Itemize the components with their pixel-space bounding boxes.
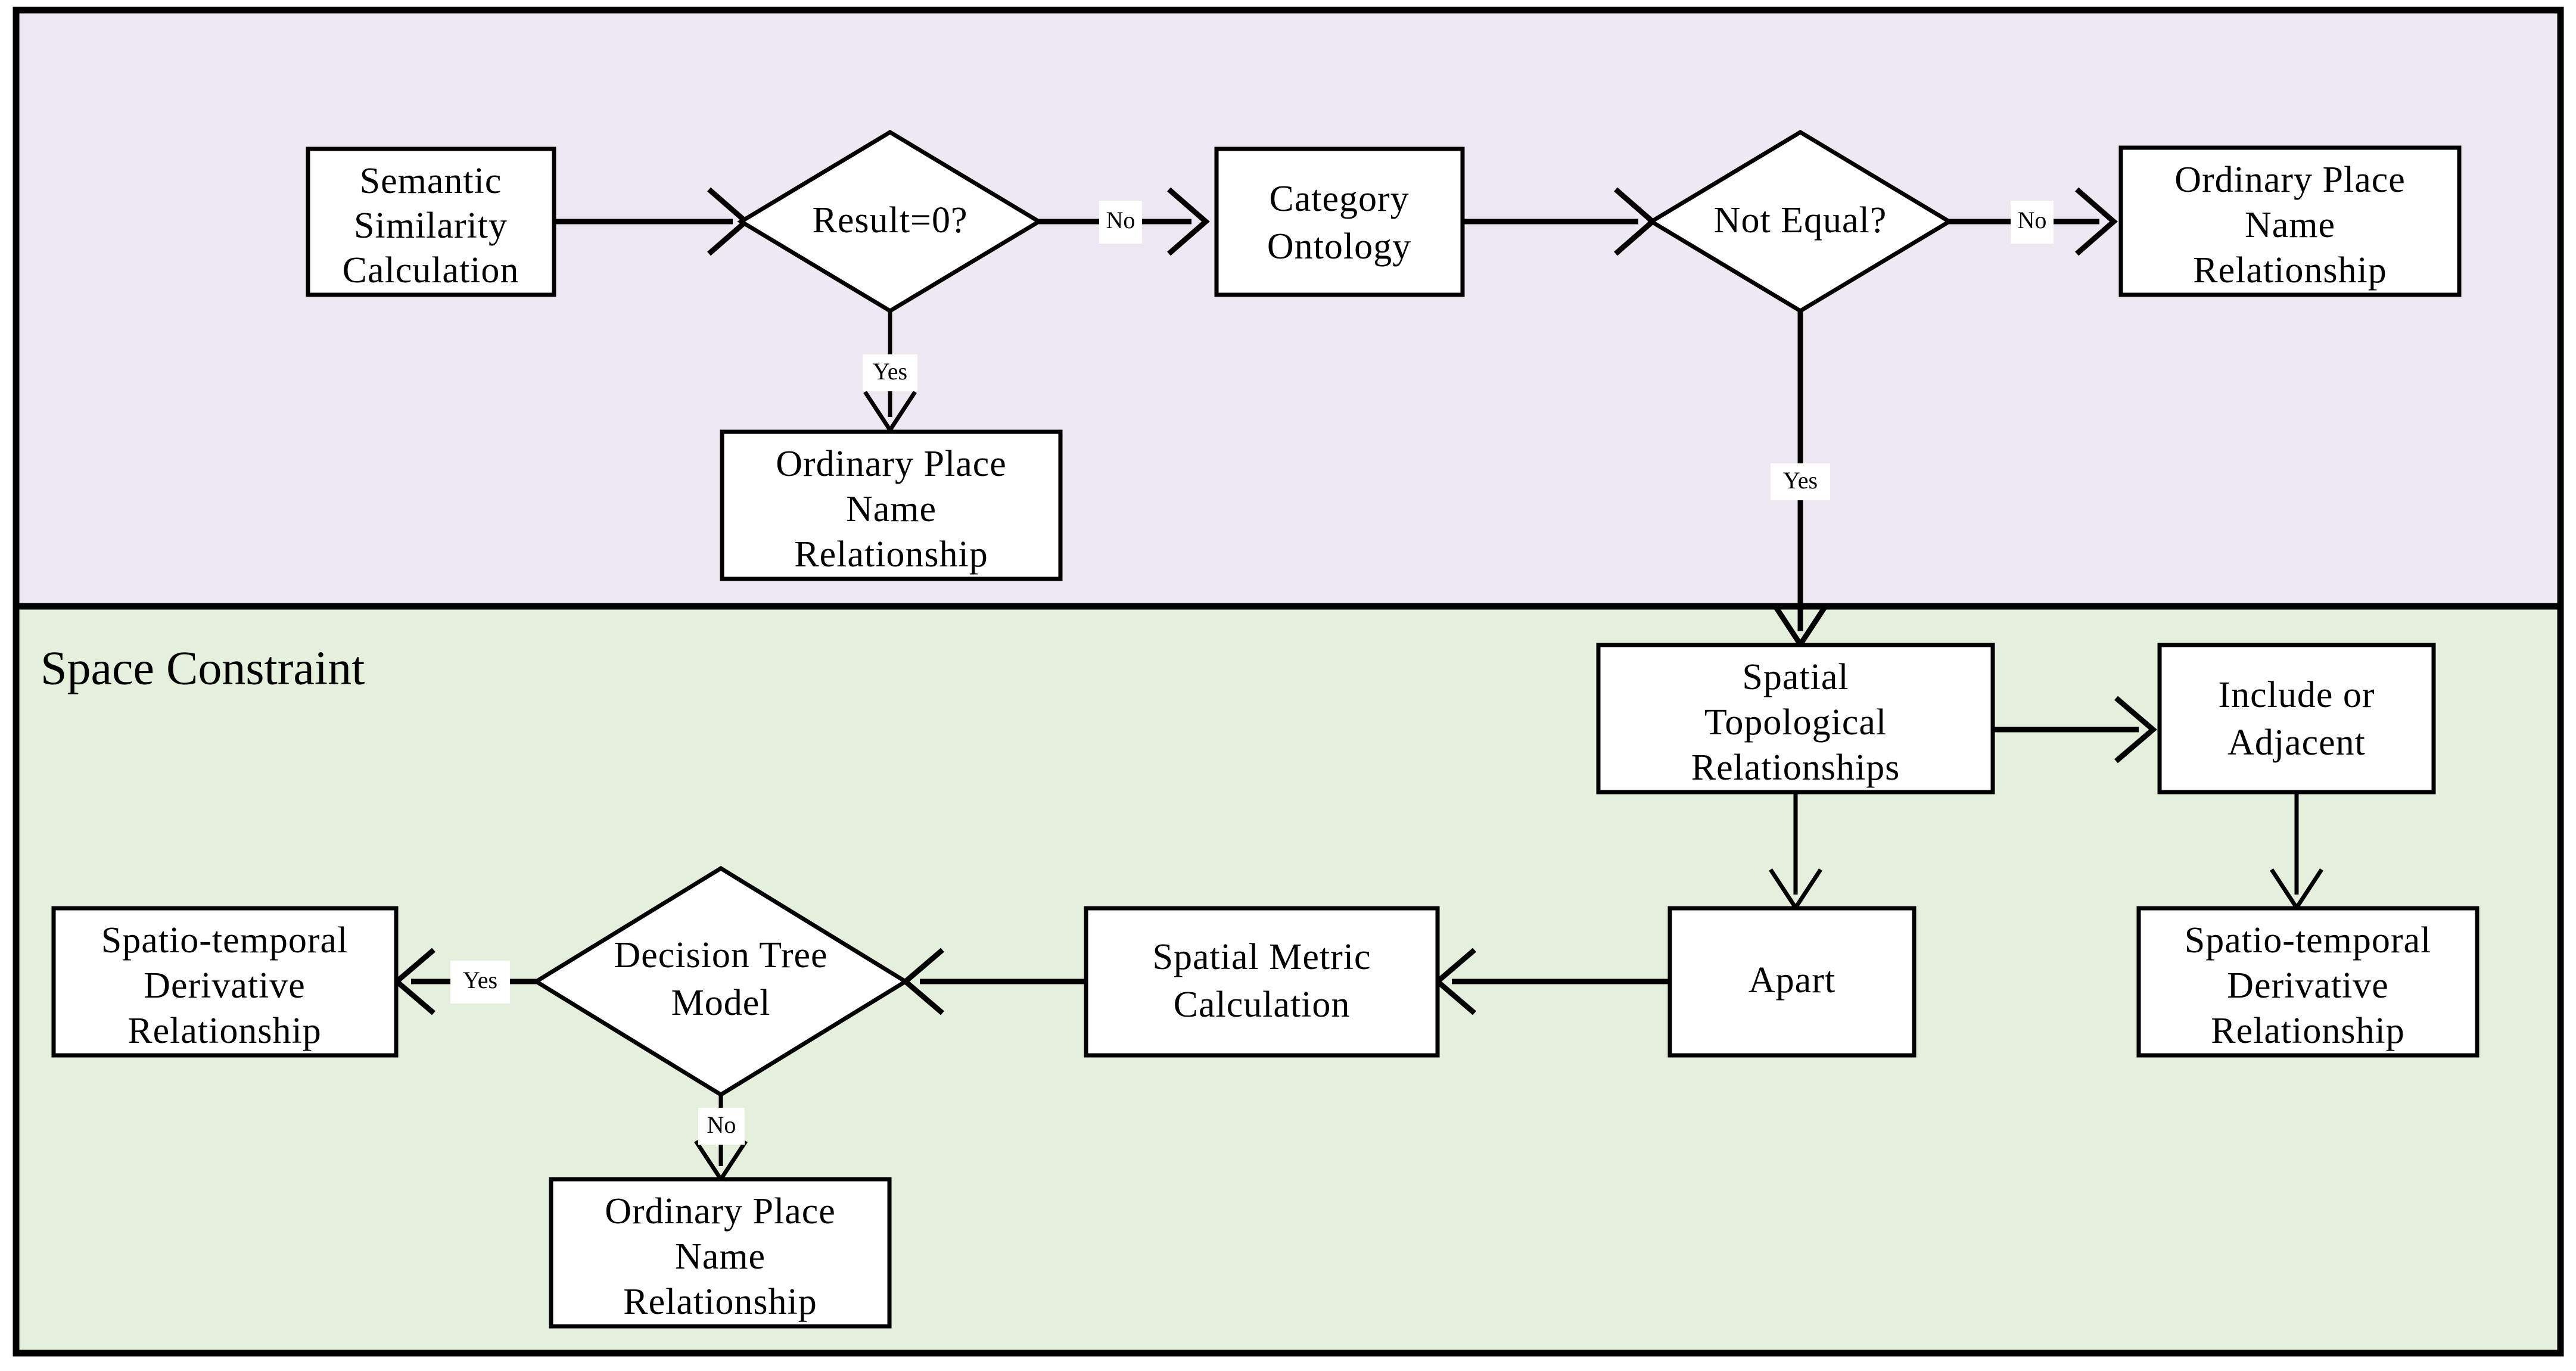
node-line: Ordinary Place (605, 1191, 836, 1232)
node-include-or-adjacent[interactable]: Include or Adjacent (2157, 643, 2436, 794)
node-line: Spatial (1742, 657, 1849, 697)
edge-label-bg-yes-1 (863, 354, 917, 391)
edge-decision-yes-to-spatio-left: Yes (393, 948, 536, 1015)
edge-result-yes-to-ordinary-mid: Yes (863, 311, 917, 434)
node-spatio-temporal-derivative-relationship-right[interactable]: Spatio-temporal Derivative Relationship (2136, 906, 2479, 1058)
node-line: Relationship (2193, 250, 2387, 291)
node-line: Spatial Metric (1153, 937, 1371, 977)
node-ordinary-place-name-relationship-top-right[interactable]: Ordinary Place Name Relationship (2118, 145, 2462, 297)
node-line: Adjacent (2227, 722, 2366, 763)
node-line: Semantic (360, 161, 502, 201)
node-line: Topological (1704, 702, 1887, 743)
node-decision-tree-model[interactable]: Decision Tree Model (532, 865, 910, 1098)
node-line: Category (1269, 179, 1409, 219)
node-line: Spatio-temporal (2185, 920, 2431, 961)
edge-notequal-yes-to-spatial-topological: Yes (1771, 311, 1830, 650)
edge-notequal-no-to-ordinary-right: No (1949, 187, 2118, 256)
edge-label-bg-no-3 (698, 1108, 745, 1145)
edge-label-bg-no-2 (2011, 201, 2054, 244)
edge-label-yes-result: Yes (873, 358, 907, 385)
node-result-zero[interactable]: Result=0? (737, 129, 1043, 314)
node-line: Name (846, 489, 937, 529)
node-spatial-topological-relationships[interactable]: Spatial Topological Relationships (1596, 643, 1995, 794)
node-spatial-metric-calculation[interactable]: Spatial Metric Calculation (1084, 906, 1440, 1058)
node-semantic-similarity-calculation[interactable]: Semantic Similarity Calculation (306, 147, 556, 297)
node-ordinary-place-name-relationship-bottom[interactable]: Ordinary Place Name Relationship (549, 1177, 892, 1329)
node-line: Relationships (1691, 747, 1900, 788)
node-line: Relationship (794, 534, 988, 575)
edge-spatial-topological-to-include (1993, 696, 2157, 764)
section-title-space-constraint: Space Constraint (41, 642, 365, 694)
node-spatio-temporal-derivative-relationship-left[interactable]: Spatio-temporal Derivative Relationship (51, 906, 399, 1058)
node-line: Result=0? (813, 200, 968, 241)
node-line: Ordinary Place (776, 444, 1007, 484)
node-line: Relationship (127, 1011, 321, 1051)
node-line: Derivative (144, 965, 306, 1006)
node-line: Ontology (1267, 226, 1411, 267)
node-line: Derivative (2227, 965, 2389, 1006)
node-line: Name (675, 1236, 766, 1277)
edge-label-bg-no-1 (1099, 201, 1142, 244)
node-not-equal[interactable]: Not Equal? (1647, 129, 1953, 314)
node-apart[interactable]: Apart (1667, 906, 1917, 1058)
node-line: Decision Tree (614, 935, 827, 976)
edge-label-yes-notequal: Yes (1783, 467, 1818, 494)
node-line: Calculation (343, 250, 519, 291)
node-line: Not Equal? (1714, 200, 1887, 241)
node-line: Calculation (1174, 984, 1351, 1025)
edge-label-bg-yes-2 (1771, 463, 1830, 500)
node-line: Relationship (2211, 1011, 2404, 1051)
node-ordinary-place-name-relationship-top-mid[interactable]: Ordinary Place Name Relationship (720, 429, 1063, 581)
node-line: Include or (2218, 675, 2375, 715)
node-line: Model (671, 983, 771, 1023)
node-line: Relationship (623, 1282, 817, 1322)
node-line: Similarity (354, 205, 508, 246)
node-category-ontology[interactable]: Category Ontology (1214, 147, 1465, 297)
edge-decision-no-to-ordinary-bottom: No (694, 1095, 748, 1183)
section-semantic-constraint-background (16, 10, 2561, 606)
edge-label-no-notequal: No (2018, 207, 2047, 233)
node-line: Ordinary Place (2174, 160, 2406, 200)
node-line: Apart (1749, 960, 1835, 1001)
outer-border (13, 7, 2564, 1357)
edge-result-no-to-category: No (1039, 187, 1210, 256)
node-line: Name (2245, 205, 2335, 245)
edge-label-no-result: No (1106, 207, 1135, 233)
edge-label-no-decision: No (707, 1111, 736, 1138)
edge-label-yes-decision: Yes (463, 967, 497, 993)
node-line: Spatio-temporal (101, 920, 348, 961)
edge-label-bg-yes-3 (450, 961, 510, 1004)
